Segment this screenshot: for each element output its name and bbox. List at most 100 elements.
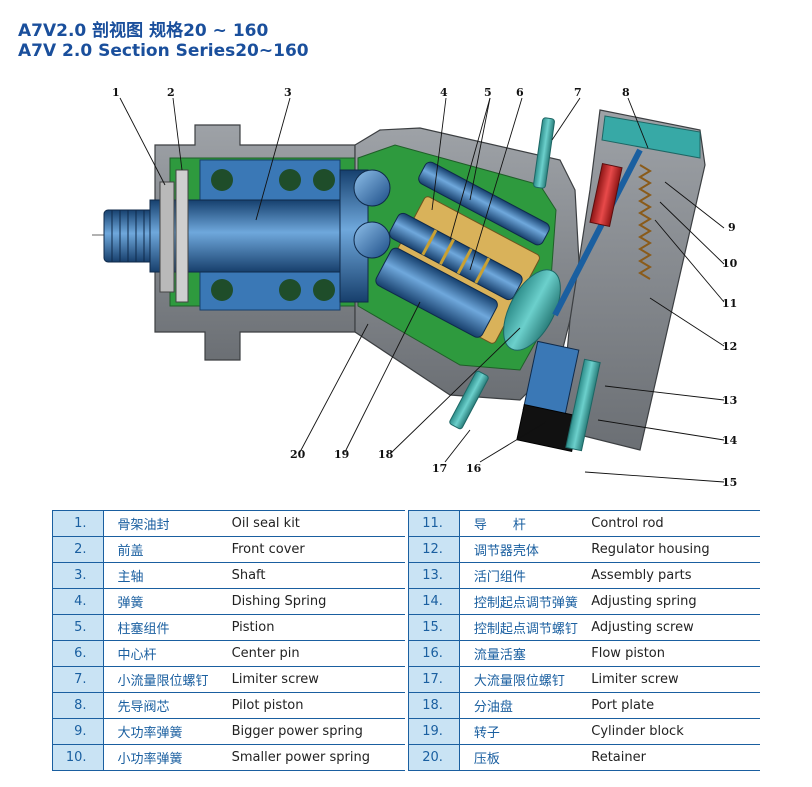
red-spring-body [589,162,623,228]
part-number: 10. [52,744,104,771]
ball-joint-upper [353,169,391,207]
part-name-cn: 柱塞组件 [103,614,232,641]
limiter-screw-small [533,117,555,189]
callout-11: 11 [722,297,737,310]
control-rod [552,148,643,317]
title-chinese: A7V2.0 剖视图 规格20 ~ 160 [18,21,269,41]
table-row: 10. 小功率弹簧 Smaller power spring 20. 压板 Re… [52,744,760,771]
part-name-en: Cylinder block [591,718,760,745]
table-row: 7. 小流量限位螺钉 Limiter screw 17. 大流量限位螺钉 Lim… [52,666,760,693]
part-name-cn: 压板 [459,744,592,771]
part-name-en: Flow piston [591,640,760,667]
power-springs [638,164,652,280]
part-name-cn: 主轴 [103,562,232,589]
part-name-en: Adjusting screw [591,614,760,641]
part-name-en: Smaller power spring [231,744,406,771]
callout-10: 10 [722,257,738,270]
part-name-en: Pistion [231,614,406,641]
part-name-cn: 小功率弹簧 [103,744,232,771]
part-name-cn: 骨架油封 [103,510,232,537]
part-name-en: Control rod [591,510,760,537]
part-name-cn: 调节器壳体 [459,536,592,563]
part-name-en: Limiter screw [591,666,760,693]
oil-seal [159,181,175,293]
part-name-cn: 弹簧 [103,588,232,615]
callout-14: 14 [722,434,738,447]
pump-section-diagram: 1 2 3 4 5 6 7 8 9 10 11 12 13 14 15 16 1… [92,86,738,489]
part-name-en: Retainer [591,744,760,771]
table-row: 3. 主轴 Shaft 13. 活门组件 Assembly parts [52,562,760,589]
part-number: 6. [52,640,104,667]
table-row: 4. 弹簧 Dishing Spring 14. 控制起点调节弹簧 Adjust… [52,588,760,615]
part-number: 15. [408,614,460,641]
part-name-cn: 大功率弹簧 [103,718,232,745]
part-number: 18. [408,692,460,719]
part-name-en: Pilot piston [231,692,406,719]
part-number: 7. [52,666,104,693]
part-number: 12. [408,536,460,563]
part-name-cn: 导 杆 [459,510,592,537]
part-name-cn: 转子 [459,718,592,745]
callout-5: 5 [484,86,492,99]
table-row: 5. 柱塞组件 Pistion 15. 控制起点调节螺钉 Adjusting s… [52,614,760,641]
part-name-cn: 分油盘 [459,692,592,719]
leader-lines [119,97,725,483]
part-name-cn: 活门组件 [459,562,592,589]
callout-16: 16 [466,462,482,475]
bearings [199,159,341,311]
callout-7: 7 [574,86,582,99]
part-name-cn: 前盖 [103,536,232,563]
part-name-en: Center pin [231,640,406,667]
callout-9: 9 [728,221,736,234]
callout-19: 19 [334,448,349,461]
part-name-en: Assembly parts [591,562,760,589]
part-number: 11. [408,510,460,537]
part-name-en: Oil seal kit [231,510,406,537]
callout-18: 18 [378,448,394,461]
front-cover-ring [175,169,189,303]
part-name-en: Regulator housing [591,536,760,563]
adjusting-screw [565,358,601,452]
part-number: 1. [52,510,104,537]
table-row: 1. 骨架油封 Oil seal kit 11. 导 杆 Control rod [52,510,760,537]
part-name-en: Dishing Spring [231,588,406,615]
part-number: 16. [408,640,460,667]
part-name-en: Port plate [591,692,760,719]
part-name-cn: 控制起点调节弹簧 [459,588,592,615]
callout-6: 6 [516,86,524,99]
callout-1: 1 [112,86,120,99]
table-row: 2. 前盖 Front cover 12. 调节器壳体 Regulator ho… [52,536,760,563]
part-number: 3. [52,562,104,589]
part-number: 17. [408,666,460,693]
part-name-en: Limiter screw [231,666,406,693]
callout-2: 2 [167,86,175,99]
table-row: 8. 先导阀芯 Pilot piston 18. 分油盘 Port plate [52,692,760,719]
part-number: 4. [52,588,104,615]
part-number: 2. [52,536,104,563]
part-name-en: Front cover [231,536,406,563]
title-english: A7V 2.0 Section Series20~160 [18,41,309,61]
part-number: 13. [408,562,460,589]
parts-legend-table: 1. 骨架油封 Oil seal kit 11. 导 杆 Control rod… [52,510,760,771]
part-name-cn: 流量活塞 [459,640,592,667]
part-number: 19. [408,718,460,745]
part-number: 14. [408,588,460,615]
part-name-en: Shaft [231,562,406,589]
callout-8: 8 [622,86,630,99]
callout-15: 15 [722,476,737,489]
part-name-cn: 大流量限位螺钉 [459,666,592,693]
part-name-cn: 小流量限位螺钉 [103,666,232,693]
callout-20: 20 [290,448,306,461]
table-row: 6. 中心杆 Center pin 16. 流量活塞 Flow piston [52,640,760,667]
callout-13: 13 [722,394,737,407]
part-name-cn: 先导阀芯 [103,692,232,719]
part-number: 9. [52,718,104,745]
part-number: 8. [52,692,104,719]
limiter-screw-large [449,370,489,430]
part-number: 20. [408,744,460,771]
cylinder-block-group [375,161,550,344]
part-name-en: Bigger power spring [231,718,406,745]
regulator-cap [601,115,701,159]
callout-12: 12 [722,340,737,353]
callout-3: 3 [284,86,292,99]
